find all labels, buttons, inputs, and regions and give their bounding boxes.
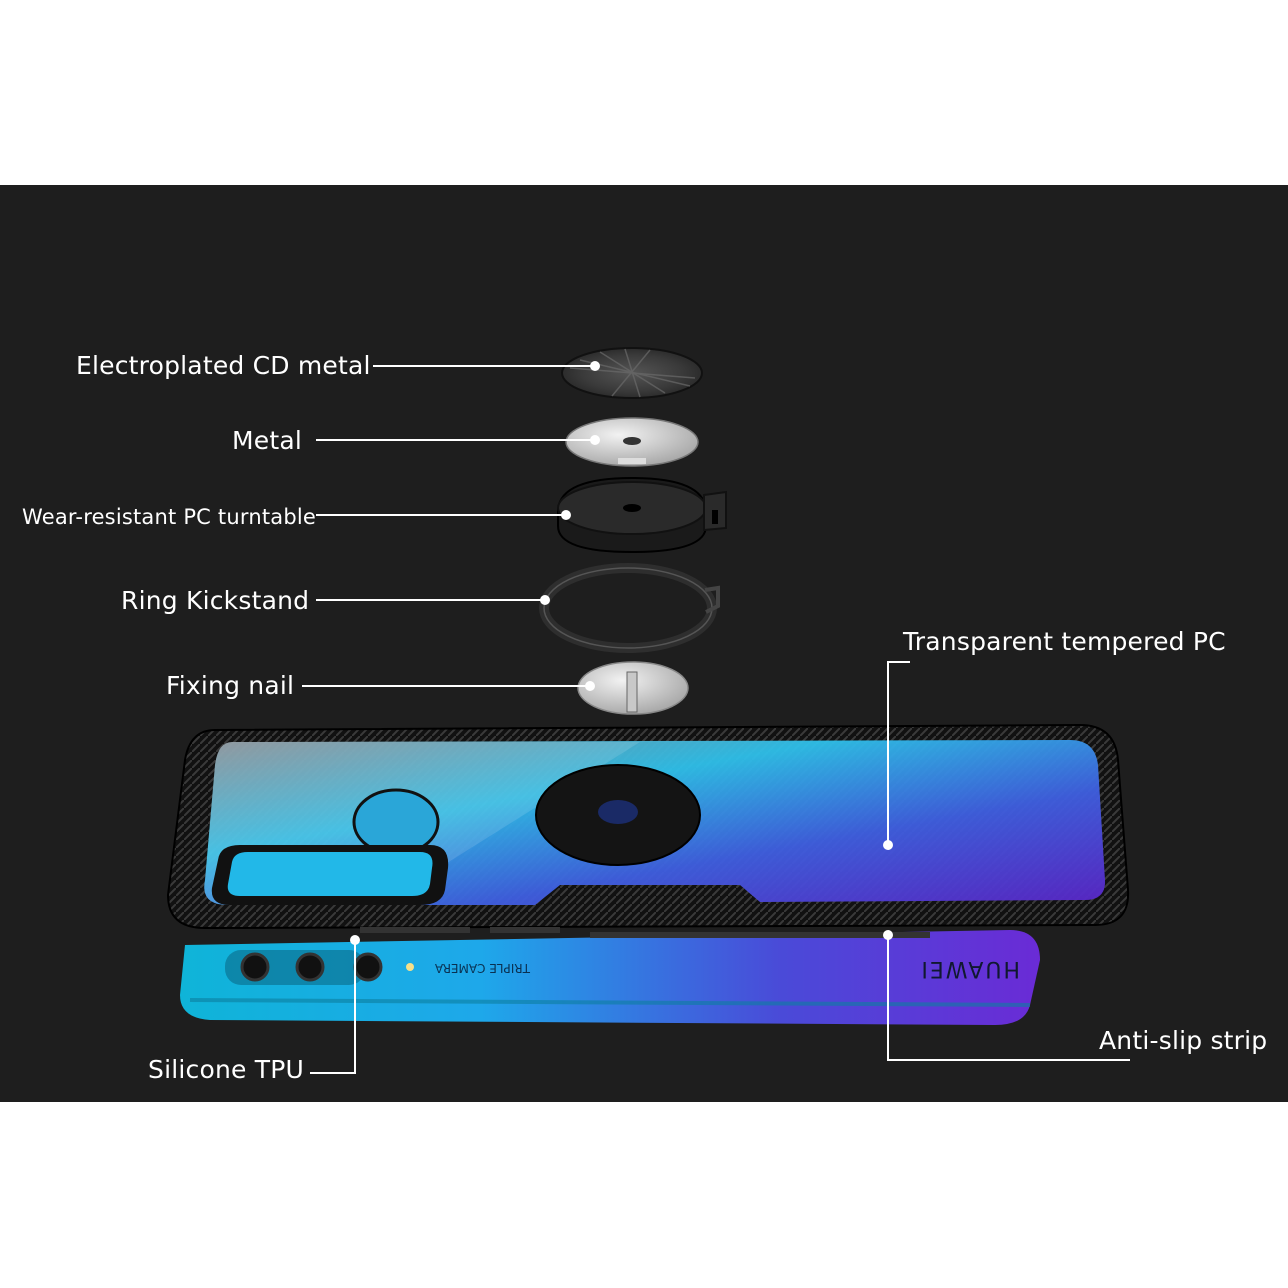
label-anti-slip: Anti-slip strip [1099,1026,1268,1055]
pc-turntable [557,476,727,554]
brand-text: HUAWEI [919,956,1020,981]
label-cd-metal: Electroplated CD metal [76,351,371,380]
cd-metal-disc [561,347,703,399]
camera-text: TRIPLE CAMERA [434,961,531,975]
label-fixing-nail: Fixing nail [166,671,295,700]
callout-lines [302,365,1130,1074]
ring-kickstand [539,563,720,653]
label-ring-kickstand: Ring Kickstand [121,586,310,615]
label-silicone-tpu: Silicone TPU [148,1055,304,1084]
label-metal: Metal [232,426,303,455]
phone-back [180,930,1040,1025]
label-tempered-pc: Transparent tempered PC [903,627,1226,656]
phone-case [166,723,1130,938]
label-turntable: Wear-resistant PC turntable [22,505,317,529]
metal-disc [565,417,699,467]
fixing-nail [577,661,689,715]
callout-dots [350,361,893,945]
